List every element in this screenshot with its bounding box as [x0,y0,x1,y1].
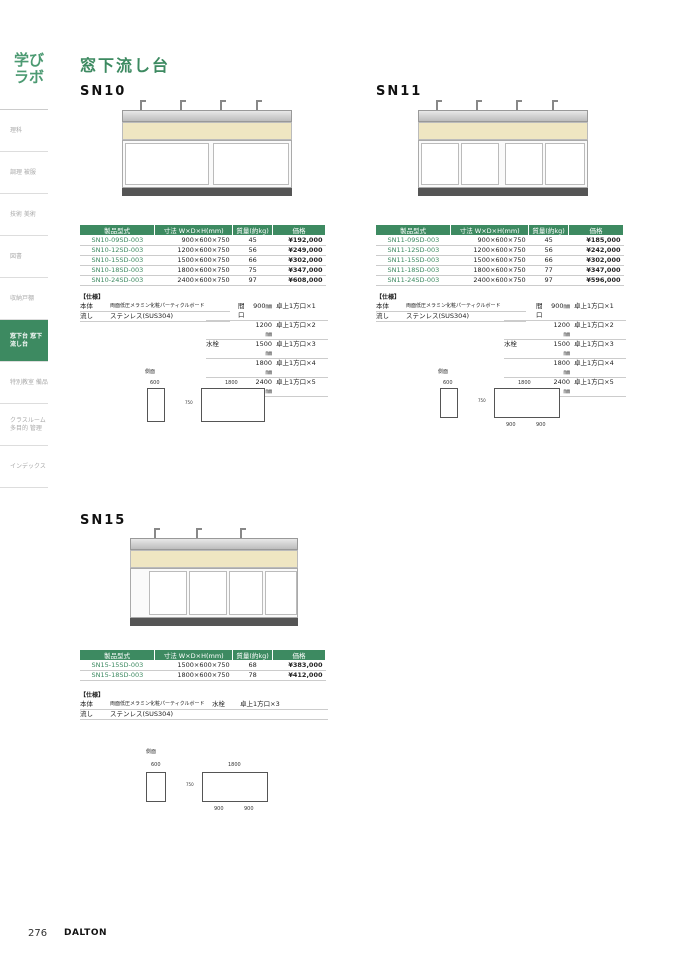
sidebar-item-storage[interactable]: 収納戸棚 [0,278,48,320]
sidebar-item-window-sink[interactable]: 窓下台 窓下流し台 [0,320,48,362]
sidebar-title: 学び ラボ [0,40,48,110]
dalton-logo: DALTON [64,928,108,938]
sidebar-item-index[interactable]: インデックス [0,446,48,488]
sn11-image [418,100,588,196]
sn10-spec-label: 【仕様】 [80,294,105,301]
sn10-spec-left: 本体両面低圧メラミン化粧パーティクルボード 流しステンレス(SUS304) [80,302,230,322]
sn11-diagram: 側面 600 1800 750 900 900 [438,368,563,430]
sn10-image [122,100,292,196]
sidebar-item-tech-art[interactable]: 技術 美術 [0,194,48,236]
sidebar-item-library[interactable]: 図書 [0,236,48,278]
sn11-spec-left: 本体両面低圧メラミン化粧パーティクルボード 流しステンレス(SUS304) [376,302,526,322]
model-sn11: SN11 [376,84,423,99]
sidebar-item-science[interactable]: 理科 [0,110,48,152]
sn15-spec: 本体両面低圧メラミン化粧パーティクルボード水栓卓上1方口×3 流しステンレス(S… [80,700,328,720]
sidebar: 学び ラボ 理科 調理 被服 技術 美術 図書 収納戸棚 窓下台 窓下流し台 特… [0,40,48,488]
sn11-spec-label: 【仕様】 [376,294,401,301]
sn15-spec-label: 【仕様】 [80,692,105,699]
sidebar-item-special[interactable]: 特別教室 備品 [0,362,48,404]
sn10-diagram: 側面 600 1800 750 [145,368,265,428]
sn15-diagram: 側面 600 1800 750 900 900 [146,748,271,814]
sn15-table: 製品型式 寸法 W×D×H(mm) 質量(約kg) 価格 SN15-15SD-0… [80,650,326,681]
model-sn10: SN10 [80,84,127,99]
page-number: 276 [28,928,48,939]
sn15-image [130,528,298,626]
sn10-table: 製品型式 寸法 W×D×H(mm) 質量(約kg) 価格 SN10-09SD-0… [80,225,326,286]
sidebar-item-cooking[interactable]: 調理 被服 [0,152,48,194]
model-sn15: SN15 [80,513,127,528]
page-title: 窓下流し台 [80,56,171,75]
sidebar-item-classroom[interactable]: クラスルーム 多目的 管理 [0,404,48,446]
sn11-table: 製品型式 寸法 W×D×H(mm) 質量(約kg) 価格 SN11-09SD-0… [376,225,624,286]
